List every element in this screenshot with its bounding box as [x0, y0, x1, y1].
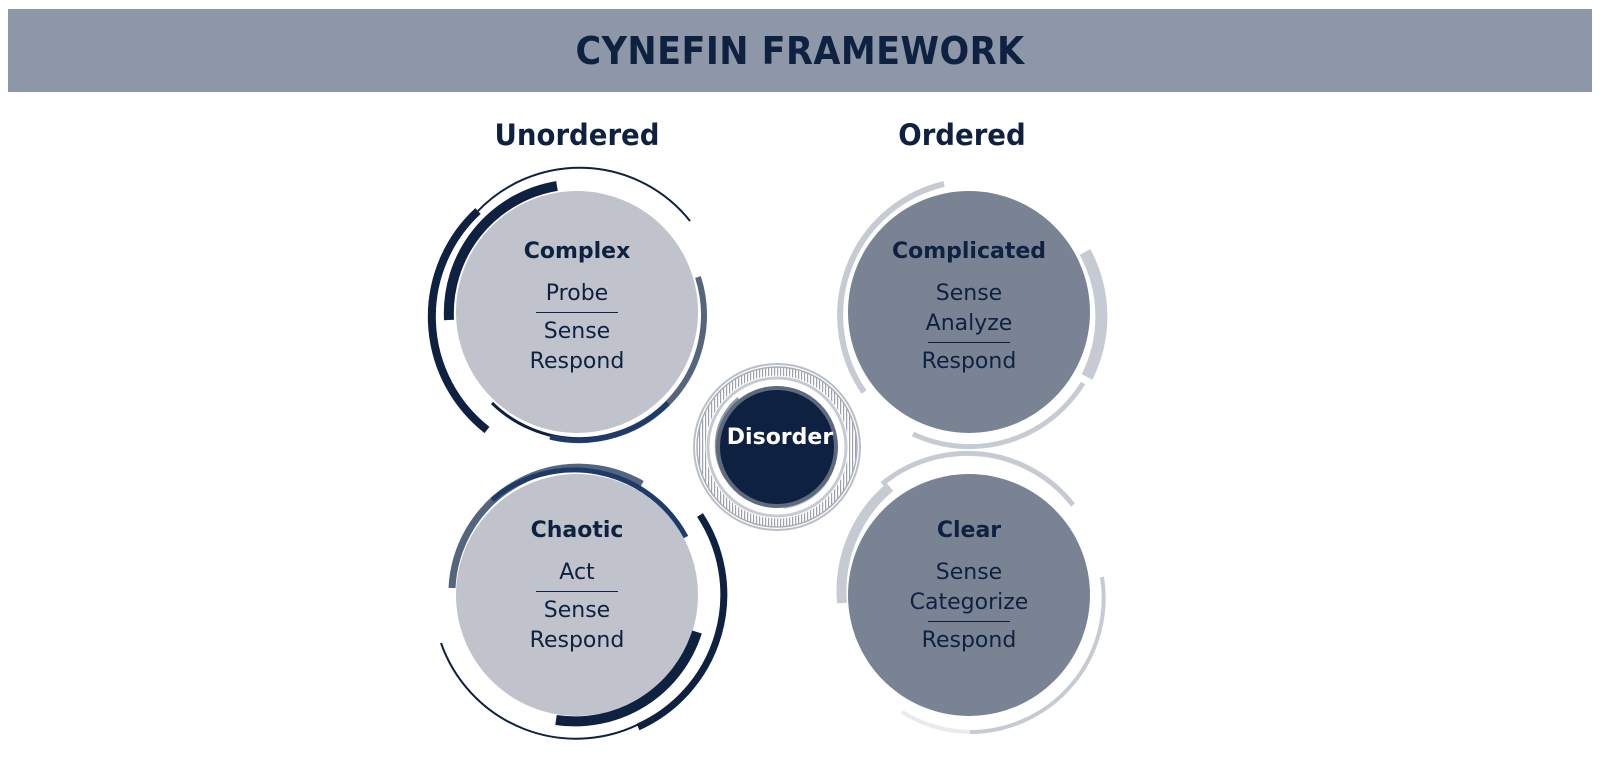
clear-arc-bottom-faint: [900, 710, 971, 734]
complicated-circle: [848, 191, 1090, 433]
chaotic-text: Chaotic Act Sense Respond: [457, 516, 697, 656]
chaotic-arc-top-accent: [490, 467, 689, 539]
complicated-arc-right: [1079, 249, 1108, 380]
clear-divider: [928, 621, 1010, 622]
complex-below-2: Respond: [529, 349, 625, 374]
disorder-circle: [716, 386, 838, 508]
domain-clear[interactable]: [836, 450, 1106, 734]
disorder-title: Disorder: [726, 425, 834, 450]
page-title: CYNEFIN FRAMEWORK: [575, 28, 1025, 73]
clear-arc-top: [880, 450, 1075, 507]
complicated-title: Complicated: [891, 239, 1047, 264]
chaotic-below-1: Sense: [543, 598, 611, 623]
complex-below-1: Sense: [543, 319, 611, 344]
complex-arc-outer-left: [427, 208, 490, 434]
clear-arc-left: [836, 483, 894, 604]
clear-arc-right: [969, 576, 1106, 734]
chaotic-arc-thin: [440, 642, 644, 740]
complex-above-1: Probe: [545, 281, 609, 306]
complicated-below-1: Respond: [921, 349, 1017, 374]
domain-disorder[interactable]: [693, 363, 861, 531]
chaotic-below-2: Respond: [529, 628, 625, 653]
complicated-text: Complicated Sense Analyze Respond: [849, 237, 1089, 377]
chaotic-divider: [536, 591, 618, 592]
chaotic-title: Chaotic: [530, 518, 624, 543]
complex-divider: [536, 312, 618, 313]
complicated-arc-bottom: [911, 381, 1086, 450]
complicated-divider: [928, 342, 1010, 343]
complicated-above-1: Sense: [935, 281, 1003, 306]
complex-arc-bottom-accent: [549, 401, 670, 443]
clear-below-1: Respond: [921, 628, 1017, 653]
chaotic-above-1: Act: [559, 560, 595, 585]
chaotic-circle: [456, 474, 698, 716]
complex-text: Complex Probe Sense Respond: [457, 237, 697, 377]
disorder-ring-line: [696, 366, 858, 528]
clear-text: Clear Sense Categorize Respond: [849, 516, 1089, 656]
disorder-tick-ring: [696, 366, 858, 528]
complicated-above-2: Analyze: [925, 311, 1013, 336]
chaotic-arc-outer-right: [636, 513, 728, 731]
complex-arc-inner-left: [443, 181, 558, 321]
complicated-arc-left-inner: [838, 309, 866, 393]
clear-above-2: Categorize: [909, 590, 1029, 615]
group-label-ordered: Ordered: [898, 118, 1026, 152]
complex-title: Complex: [523, 239, 631, 264]
chaotic-arc-inner-right: [555, 630, 702, 727]
header-bar: CYNEFIN FRAMEWORK: [8, 9, 1592, 92]
group-label-unordered: Unordered: [494, 118, 660, 152]
clear-circle: [848, 474, 1090, 716]
clear-above-1: Sense: [935, 560, 1003, 585]
clear-title: Clear: [936, 518, 1002, 543]
domain-complicated[interactable]: [837, 181, 1108, 450]
complex-arc-thin: [476, 166, 691, 222]
domain-chaotic[interactable]: [440, 463, 728, 740]
